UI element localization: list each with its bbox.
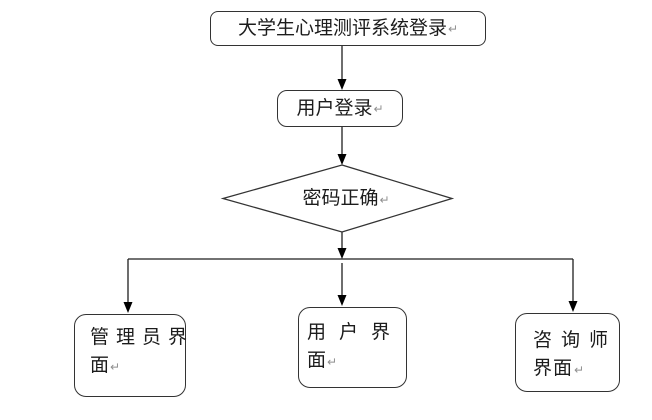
node-user-interface: 用户界 面↵ <box>298 307 407 388</box>
arrowhead-user <box>337 295 347 306</box>
arrowhead-admin <box>123 302 133 313</box>
node-counselor-interface: 咨询师 界面↵ <box>515 313 620 392</box>
node-admin-line1: 管理员界 <box>90 326 195 348</box>
return-mark: ↵ <box>574 363 586 377</box>
return-mark: ↵ <box>373 101 384 116</box>
node-login: 用户登录↵ <box>277 90 403 127</box>
return-mark: ↵ <box>327 355 338 369</box>
decision-diamond-shape <box>220 164 455 233</box>
arrowhead-junction <box>337 248 347 259</box>
return-mark: ↵ <box>110 360 121 374</box>
node-start: 大学生心理测评系统登录↵ <box>210 11 486 46</box>
return-mark: ↵ <box>379 193 390 207</box>
node-decision-label: 密码正确↵ <box>232 189 460 208</box>
decision-text: 密码正确 <box>302 187 379 209</box>
return-mark: ↵ <box>447 21 459 36</box>
node-user-line1: 用户界 <box>307 321 404 343</box>
node-admin-line2: 面↵ <box>90 354 121 376</box>
node-counselor-line2: 界面↵ <box>533 357 586 379</box>
node-user-line2: 面↵ <box>307 349 338 371</box>
node-login-label: 用户登录 <box>296 97 373 119</box>
arrowhead-login <box>337 79 347 90</box>
node-start-label: 大学生心理测评系统登录 <box>237 17 447 39</box>
arrowhead-counselor <box>568 301 578 312</box>
node-counselor-line1: 咨询师 <box>533 329 618 351</box>
arrowhead-decision <box>337 154 347 165</box>
node-admin-interface: 管理员界 面↵ <box>74 314 195 397</box>
